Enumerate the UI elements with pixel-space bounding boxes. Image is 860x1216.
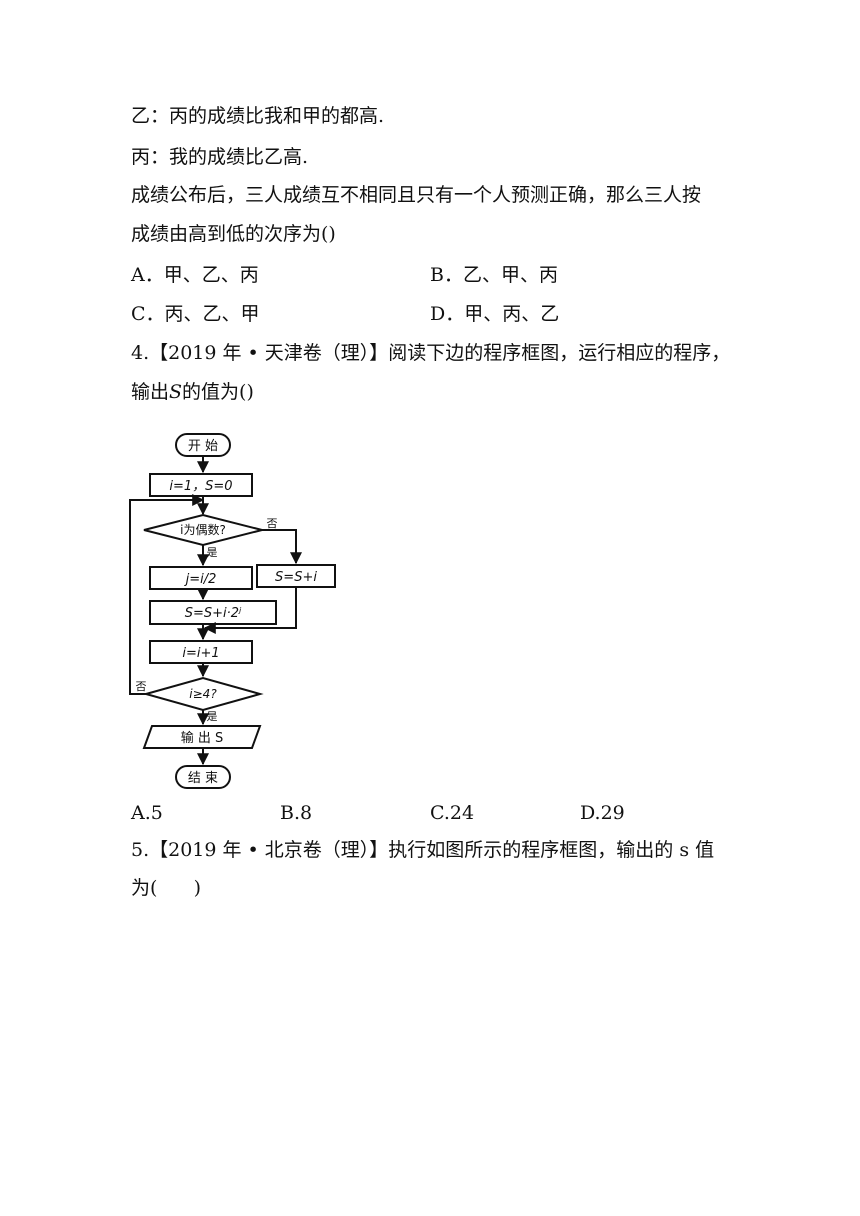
q4-stem-tail: 的值为()	[182, 381, 254, 403]
q3-option-c: C．丙、乙、甲	[131, 303, 260, 325]
end-terminal	[175, 765, 231, 789]
start-label: 开 始	[188, 439, 218, 454]
q4-option-d: D.29	[580, 802, 625, 824]
output-parallelogram	[142, 725, 262, 749]
q5-stem-line2: 为( )	[131, 877, 202, 899]
yes1-label: 是	[207, 546, 218, 559]
increment-label: i=i+1	[182, 646, 219, 661]
q3-option-b: B．乙、甲、丙	[430, 264, 558, 286]
cond1-label: i为偶数?	[180, 522, 226, 537]
line-yi: 乙：丙的成绩比我和甲的都高.	[131, 105, 385, 127]
q3-option-d: D．甲、丙、乙	[430, 303, 560, 325]
q4-stem-line1: 4.【2019 年 • 天津卷（理）】阅读下边的程序框图，运行相应的程序，	[131, 342, 731, 364]
cond2-label: i≥4?	[189, 687, 217, 701]
init-label: i=1，S=0	[169, 479, 232, 494]
odd-branch-label: S=S+i	[275, 570, 317, 585]
output-label: 输 出 S	[181, 730, 224, 746]
no2-label: 否	[136, 680, 147, 693]
flowchart: 开 始 i=1，S=0 i为偶数? 否 是 j=i/2 S=S+i S=S+i·…	[129, 433, 336, 789]
line-question-order: 成绩由高到低的次序为()	[131, 223, 336, 245]
q3-option-a: A．甲、乙、丙	[131, 264, 259, 286]
q4-option-b: B.8	[280, 802, 313, 824]
q4-option-a: A.5	[131, 802, 163, 824]
no1-label: 否	[267, 517, 278, 530]
line-condition: 成绩公布后，三人成绩互不相同且只有一个人预测正确，那么三人按	[131, 184, 702, 206]
end-label: 结 束	[188, 771, 218, 786]
q4-option-c: C.24	[430, 802, 475, 824]
q5-stem-line1: 5.【2019 年 • 北京卷（理）】执行如图所示的程序框图，输出的 s 值	[131, 839, 715, 861]
q4-stem-variable: S	[169, 381, 183, 403]
q4-stem-text: 输出	[131, 381, 170, 403]
assign-j-label: j=i/2	[184, 572, 217, 587]
loop-condition-diamond	[142, 676, 264, 712]
even-update-label: S=S+i·2ʲ	[185, 606, 242, 621]
q4-stem-line2: 输出S的值为()	[131, 380, 254, 404]
increment-box	[149, 640, 253, 664]
yes2-label: 是	[207, 710, 218, 723]
line-bing: 丙：我的成绩比乙高.	[131, 146, 309, 168]
